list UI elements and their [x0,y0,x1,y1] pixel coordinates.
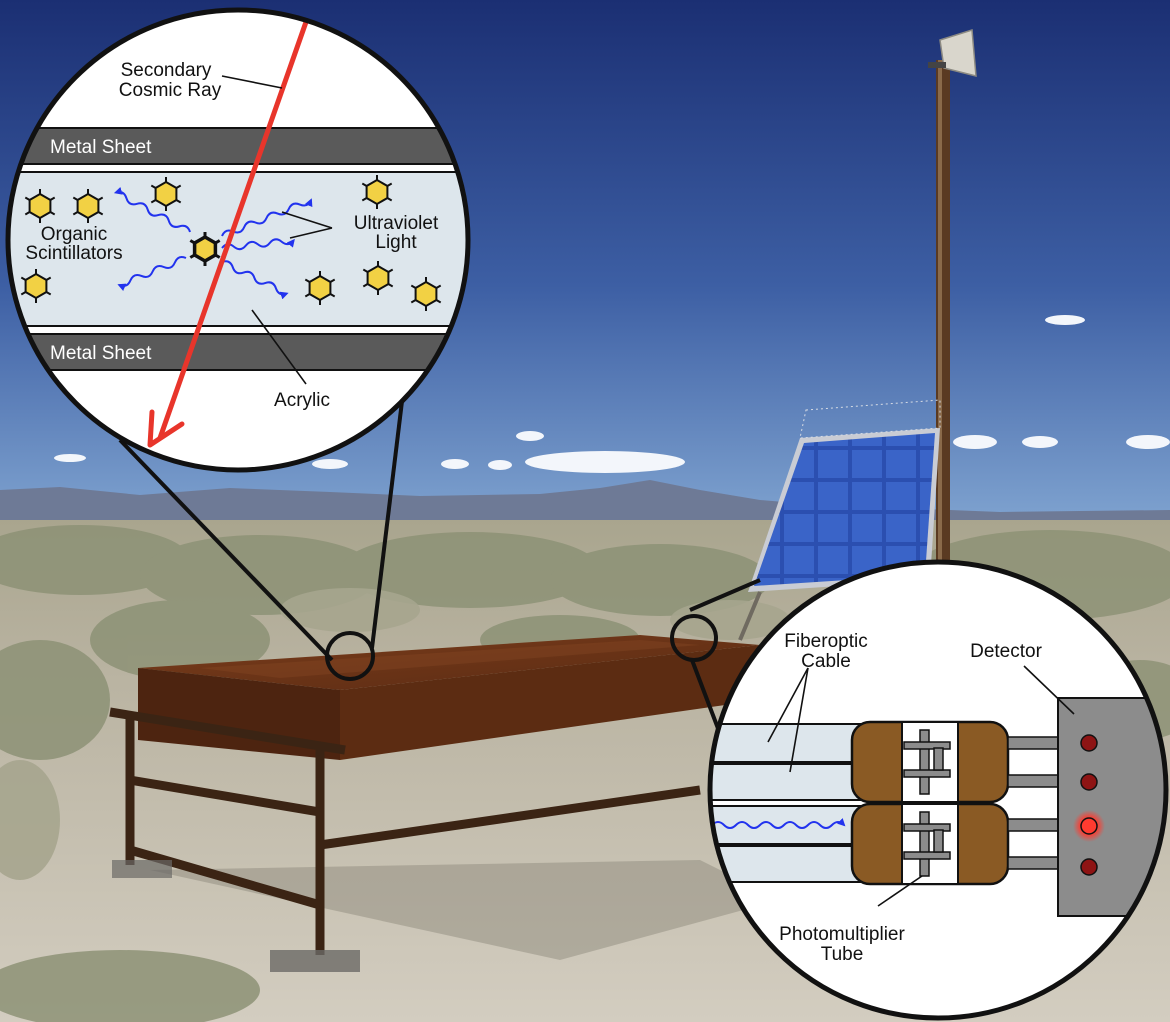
detector-label: Detector [970,641,1042,662]
organic-scintillators-label-line2: Scintillators [25,243,122,264]
metal-sheet-bottom-label: Metal Sheet [50,343,152,364]
scintillator-table [109,635,780,972]
detector-leds [1073,734,1105,876]
bottom-callout-anchor [670,614,718,662]
hexagon-star-icon-excited [189,232,221,266]
photomultiplier-cross-section: Fiberoptic Cable Detector Photomultiplie… [707,559,1169,1021]
secondary-cosmic-ray-label-line1: Secondary [121,60,212,81]
photomultiplier-tube-label-line2: Tube [821,944,864,965]
ultraviolet-light-label-line1: Ultraviolet [354,213,439,234]
hexagon-star-icon [24,189,56,223]
organic-scintillators [20,175,442,311]
ultraviolet-light-label-line2: Light [375,232,417,253]
led-indicator-icon [1080,858,1098,876]
organic-scintillators-label-line1: Organic [41,224,108,245]
photomultiplier-tubes [850,720,1010,886]
metal-sheet-top-label: Metal Sheet [50,137,152,158]
hexagon-star-icon [72,189,104,223]
solar-panel [738,399,941,641]
clouds [54,315,1170,473]
hexagon-star-icon [304,271,336,305]
top-callout-border [5,7,471,473]
scintillator-cross-section: Secondary Cosmic Ray Metal Sheet Metal S… [5,7,471,473]
hexagon-star-icon [361,175,393,209]
cosmic-ray-arrow [147,21,309,448]
bottom-callout-border [707,559,1169,1021]
secondary-cosmic-ray-label-line2: Cosmic Ray [119,80,222,101]
top-callout-anchor [325,631,375,681]
fiberoptic-cable-label-line1: Fiberoptic [784,631,867,652]
hexagon-star-icon [150,177,182,211]
uv-signal-wave [711,817,846,829]
uv-light-waves [113,186,313,300]
hexagon-star-icon [20,269,52,303]
photomultiplier-tube-label-line1: Photomultiplier [779,924,905,945]
led-indicator-icon [1080,773,1098,791]
hexagon-star-icon [410,277,442,311]
antenna-pole [928,29,977,570]
led-indicator-icon [1080,817,1098,835]
hexagon-star-icon [362,261,394,295]
metal-sheet-bottom [8,334,468,370]
fiberoptic-cable-label-line2: Cable [801,651,851,672]
metal-sheet-top [8,128,468,164]
acrylic-label: Acrylic [274,390,330,411]
led-indicator-icon [1080,734,1098,752]
